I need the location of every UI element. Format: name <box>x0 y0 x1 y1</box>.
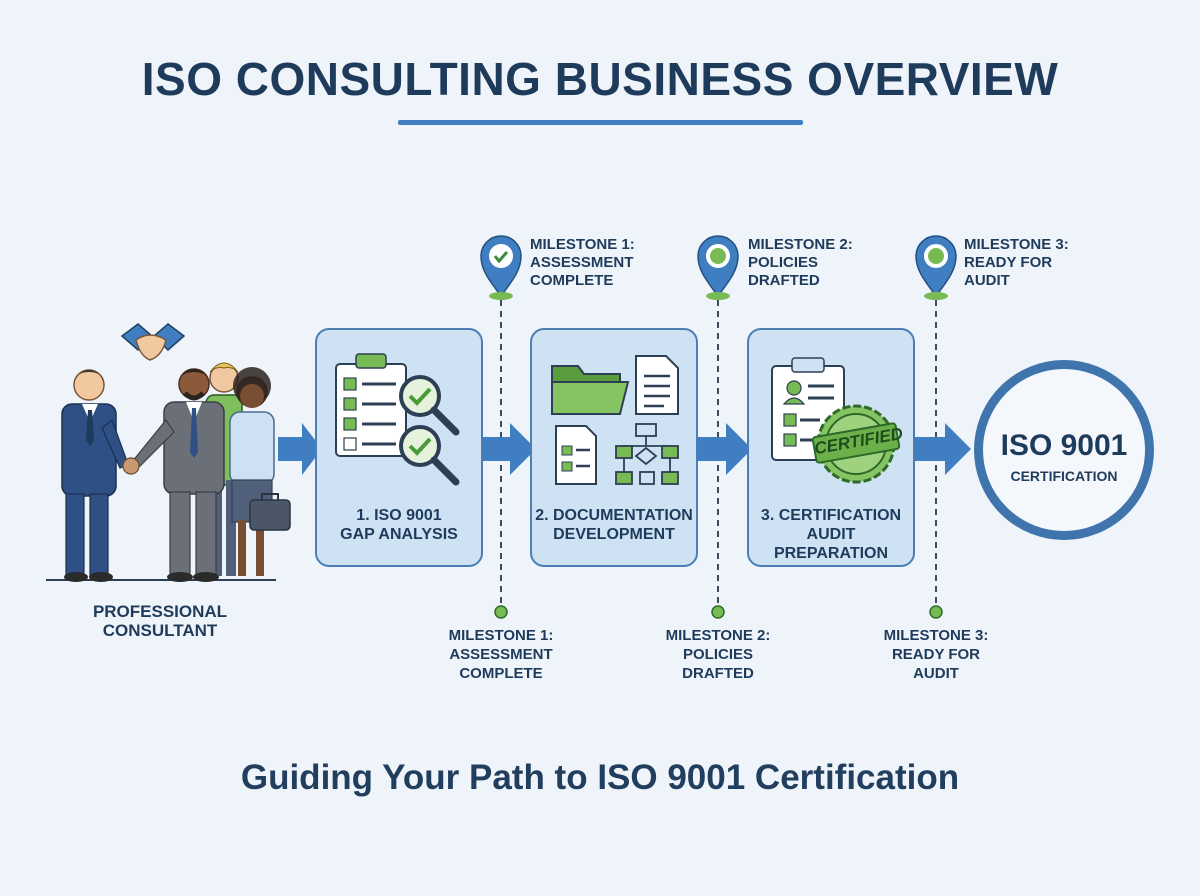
stage-2-label: 2. DOCUMENTATION DEVELOPMENT <box>532 506 696 544</box>
consultant-label-line2: CONSULTANT <box>102 621 218 640</box>
milestone-3-top-line2: READY FOR <box>964 254 1053 271</box>
arrow-4 <box>915 423 971 475</box>
certification-badge: ISO 9001 CERTIFICATION <box>974 360 1154 540</box>
milestone-2-bottom-line2: POLICIES <box>682 646 753 663</box>
milestone-3-bottom-label: MILESTONE 3: READY FOR AUDIT <box>866 626 1006 683</box>
milestone-1-top-line2: ASSESSMENT <box>530 254 634 271</box>
title-underline <box>398 120 803 125</box>
arrow-3 <box>698 423 752 475</box>
milestone-3-bottom-line2: READY FOR <box>891 646 981 663</box>
milestone-2-top-label: MILESTONE 2: POLICIES DRAFTED <box>748 236 853 290</box>
stage-1-label-line1: 1. ISO 9001 <box>356 507 442 524</box>
stage-2-box: 2. DOCUMENTATION DEVELOPMENT <box>530 328 698 567</box>
stage-2-label-line1: 2. DOCUMENTATION <box>535 507 693 524</box>
milestone-3-bottom-line1: MILESTONE 3: <box>883 627 989 644</box>
milestone-1-top-label: MILESTONE 1: ASSESSMENT COMPLETE <box>530 236 635 290</box>
stage-1-box: 1. ISO 9001 GAP ANALYSIS <box>315 328 483 567</box>
milestone-1-top-line3: COMPLETE <box>530 272 614 289</box>
milestone-bottom-dots <box>494 605 943 619</box>
milestone-3-top-line1: MILESTONE 3: <box>964 236 1069 253</box>
briefcase-icon <box>249 499 291 531</box>
stage-2-label-line2: DEVELOPMENT <box>553 526 675 543</box>
handshake-icon <box>120 323 186 361</box>
milestone-dashed-lines <box>500 300 937 606</box>
milestone-2-top-line2: POLICIES <box>748 254 819 271</box>
flow-arrows <box>278 423 971 475</box>
stage-3-label-line2: AUDIT <box>806 526 856 543</box>
milestone-pin-3-icon <box>915 235 957 300</box>
stage-1-label: 1. ISO 9001 GAP ANALYSIS <box>317 506 481 544</box>
milestone-2-bottom-line1: MILESTONE 2: <box>665 627 771 644</box>
milestone-1-bottom-label: MILESTONE 1: ASSESSMENT COMPLETE <box>431 626 571 683</box>
milestone-3-top-label: MILESTONE 3: READY FOR AUDIT <box>964 236 1069 290</box>
milestone-pin-2-icon <box>697 235 739 300</box>
milestone-2-bottom-line3: DRAFTED <box>682 665 754 682</box>
arrow-1 <box>278 423 322 475</box>
stage-1-label-line2: GAP ANALYSIS <box>340 526 458 543</box>
milestone-3-top-line3: AUDIT <box>964 272 1010 289</box>
milestone-1-top-line1: MILESTONE 1: <box>530 236 635 253</box>
consultant-label-line1: PROFESSIONAL <box>92 602 228 621</box>
page-subtitle: Guiding Your Path to ISO 9001 Certificat… <box>240 758 960 797</box>
stage-3-label-line1: 3. CERTIFICATION <box>760 507 902 524</box>
milestone-1-bottom-line2: ASSESSMENT <box>449 646 553 663</box>
milestone-2-bottom-label: MILESTONE 2: POLICIES DRAFTED <box>648 626 788 683</box>
certification-title: ISO 9001 <box>1000 429 1128 462</box>
milestone-pin-1-icon <box>480 235 522 300</box>
milestone-2-top-line3: DRAFTED <box>748 272 820 289</box>
certification-subtitle: CERTIFICATION <box>1010 468 1118 484</box>
arrow-2 <box>482 423 536 475</box>
page-title: ISO CONSULTING BUSINESS OVERVIEW <box>141 53 1059 105</box>
consultant-label: PROFESSIONAL CONSULTANT <box>70 602 250 640</box>
stage-3-label: 3. CERTIFICATION AUDIT PREPARATION <box>749 506 913 563</box>
milestone-3-bottom-line3: AUDIT <box>913 665 959 682</box>
milestone-1-bottom-line3: COMPLETE <box>459 665 543 682</box>
consultant-people-icon <box>46 323 291 582</box>
milestone-2-top-line1: MILESTONE 2: <box>748 236 853 253</box>
milestone-1-bottom-line1: MILESTONE 1: <box>448 627 554 644</box>
stage-3-label-line3: PREPARATION <box>773 545 889 562</box>
